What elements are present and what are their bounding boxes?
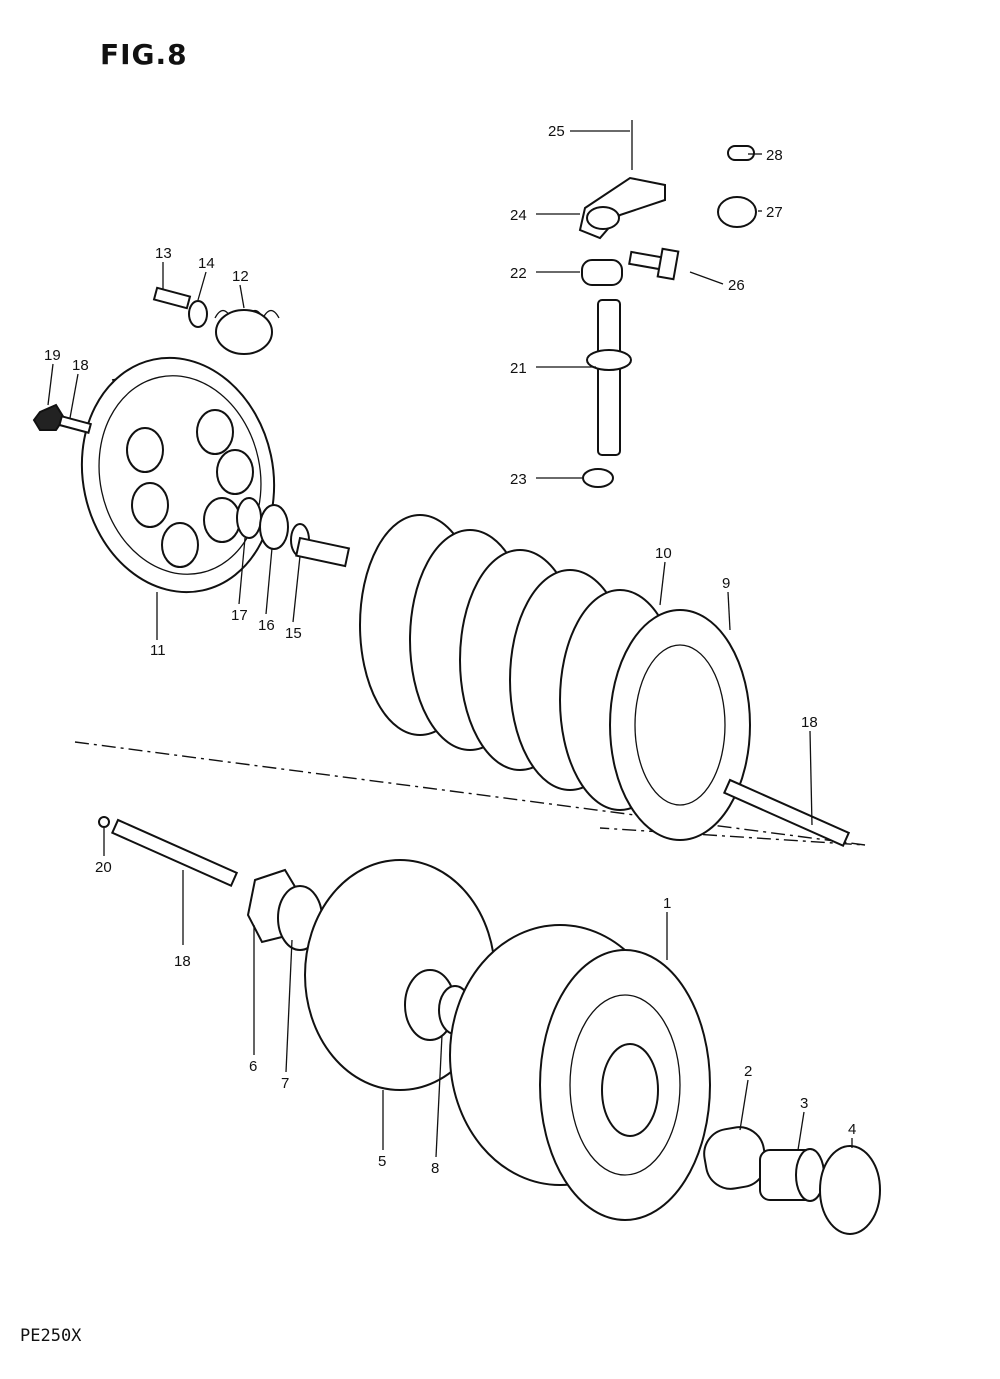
callout-24: 23 bbox=[510, 471, 527, 488]
adjust-bolt bbox=[58, 415, 93, 434]
callout-12: 12 bbox=[232, 268, 249, 285]
thrust-bearing bbox=[259, 504, 289, 550]
callout-labels: 25 28 27 24 22 26 21 23 13 14 12 19 18 1… bbox=[44, 123, 856, 1177]
callout-29: 28 bbox=[766, 147, 783, 164]
cam-bolt bbox=[628, 247, 680, 281]
clutch-plate-stack bbox=[359, 514, 751, 841]
primary-driven-gear bbox=[449, 924, 711, 1221]
callout-5: 5 bbox=[378, 1153, 386, 1170]
figure-title: FIG.8 bbox=[100, 38, 188, 71]
callout-9: 9 bbox=[722, 575, 730, 592]
model-code: PE250X bbox=[20, 1326, 82, 1346]
callout-25: 24 bbox=[510, 207, 527, 224]
release-cam-shaft bbox=[586, 299, 632, 456]
callout-3: 3 bbox=[800, 1095, 808, 1112]
thrust-washer bbox=[236, 497, 262, 539]
thrust-washer-outer bbox=[819, 1145, 881, 1235]
callout-15: 15 bbox=[285, 625, 302, 642]
callout-22: 21 bbox=[510, 360, 527, 377]
callout-14: 14 bbox=[198, 255, 215, 272]
spring-bolt bbox=[152, 286, 192, 310]
callout-19: 18 bbox=[72, 357, 89, 374]
leader-lines bbox=[47, 130, 853, 1158]
callout-23: 22 bbox=[510, 265, 527, 282]
steel-ball bbox=[98, 816, 110, 828]
callout-4: 4 bbox=[848, 1121, 856, 1138]
push-rod-long bbox=[722, 778, 851, 847]
callout-1: 1 bbox=[663, 895, 671, 912]
callout-6: 6 bbox=[249, 1058, 257, 1075]
callout-17: 17 bbox=[231, 607, 248, 624]
callout-8: 8 bbox=[431, 1160, 439, 1177]
oil-seal bbox=[581, 259, 623, 286]
clutch-spring bbox=[214, 309, 280, 355]
callout-26: 25 bbox=[548, 123, 565, 140]
callout-21: 20 bbox=[95, 859, 112, 876]
callout-28: 27 bbox=[766, 204, 783, 221]
callout-2: 2 bbox=[744, 1063, 752, 1080]
release-lever bbox=[578, 176, 666, 240]
spring-washer bbox=[188, 300, 208, 328]
callout-11: 11 bbox=[150, 642, 166, 659]
screw-head bbox=[727, 145, 755, 161]
callout-10: 10 bbox=[655, 545, 672, 562]
callout-27: 26 bbox=[728, 277, 745, 294]
callout-16: 16 bbox=[258, 617, 275, 634]
callout-20: 19 bbox=[44, 347, 61, 364]
callout-18-upper: 18 bbox=[801, 714, 818, 731]
callout-7: 7 bbox=[281, 1075, 289, 1092]
shaft-washer bbox=[582, 468, 614, 488]
callout-13: 13 bbox=[155, 245, 172, 262]
push-rod-short bbox=[110, 818, 239, 887]
rubber-cap bbox=[717, 196, 757, 228]
bearing-spacer bbox=[759, 1148, 825, 1202]
lock-nut bbox=[32, 403, 66, 431]
pressure-plate bbox=[80, 356, 276, 594]
callout-18-lower: 18 bbox=[174, 953, 191, 970]
